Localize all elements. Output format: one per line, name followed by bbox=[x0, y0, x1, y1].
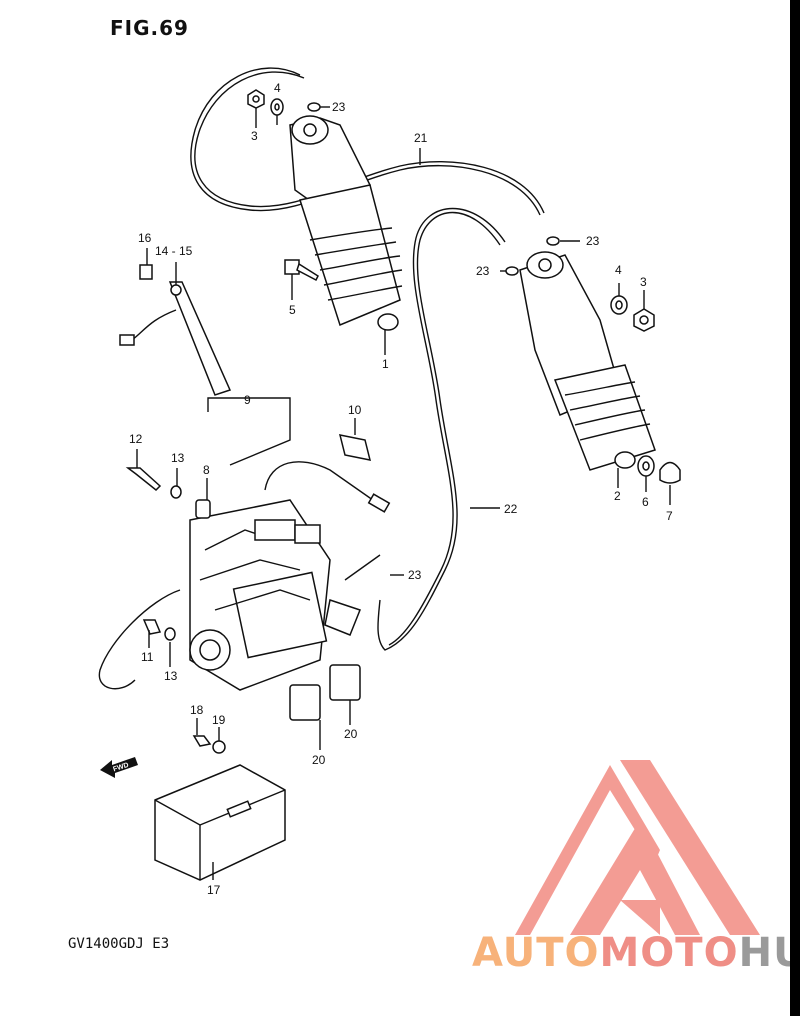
callout-9: 9 bbox=[244, 393, 251, 407]
callout-23a: 23 bbox=[332, 100, 346, 114]
fwd-arrow-icon: FWD bbox=[100, 757, 138, 778]
figure-title: FIG.69 bbox=[110, 16, 189, 40]
scan-edge-bar bbox=[790, 0, 800, 1016]
nut-3a bbox=[247, 89, 265, 109]
callout-12: 12 bbox=[129, 432, 143, 446]
bolt-5 bbox=[284, 259, 319, 282]
callout-23c: 23 bbox=[476, 264, 490, 278]
callout-4a: 4 bbox=[274, 81, 281, 95]
callout-20b: 20 bbox=[344, 727, 358, 741]
watermark-hub: HUB bbox=[738, 930, 800, 976]
callout-22: 22 bbox=[504, 502, 518, 516]
callout-17: 17 bbox=[207, 883, 221, 897]
washer-13a bbox=[170, 485, 182, 499]
washer-19 bbox=[212, 740, 226, 754]
callout-13b: 13 bbox=[164, 669, 178, 683]
callout-14-15: 14 - 15 bbox=[155, 244, 193, 258]
relay-20b bbox=[329, 664, 361, 701]
o-ring-23a bbox=[307, 102, 321, 112]
callout-10: 10 bbox=[348, 403, 362, 417]
fwd-label: FWD bbox=[112, 762, 129, 774]
bracket-8 bbox=[195, 499, 211, 519]
callout-19: 19 bbox=[212, 713, 226, 727]
callout-23b: 23 bbox=[586, 234, 600, 248]
washer-13b bbox=[164, 627, 176, 641]
callout-8: 8 bbox=[203, 463, 210, 477]
callout-7: 7 bbox=[666, 509, 673, 523]
relay-20a bbox=[289, 684, 321, 721]
air-hose-21 bbox=[190, 67, 541, 216]
o-ring-23c bbox=[505, 266, 519, 276]
callout-16: 16 bbox=[138, 231, 152, 245]
leader-lines bbox=[136, 106, 671, 880]
washer-4a bbox=[270, 98, 284, 116]
callout-1: 1 bbox=[382, 357, 389, 371]
callout-3b: 3 bbox=[640, 275, 647, 289]
air-hose-21-edge bbox=[194, 71, 545, 214]
callout-4b: 4 bbox=[615, 263, 622, 277]
callout-3a: 3 bbox=[251, 129, 258, 143]
nut-3b bbox=[633, 308, 655, 332]
callout-13a: 13 bbox=[171, 451, 185, 465]
air-hose-22 bbox=[377, 211, 501, 651]
callout-23d: 23 bbox=[408, 568, 422, 582]
callout-2: 2 bbox=[614, 489, 621, 503]
bolt-11 bbox=[142, 619, 162, 635]
watermark-moto: MOTO bbox=[599, 930, 739, 976]
callout-20a: 20 bbox=[312, 753, 326, 767]
o-ring-23b bbox=[546, 236, 560, 246]
callout-21: 21 bbox=[414, 131, 428, 145]
watermark-text: AUTOMOTOHUB bbox=[472, 930, 800, 976]
watermark-logo bbox=[515, 760, 760, 935]
compressor-assembly bbox=[98, 461, 391, 691]
watermark-auto: AUTO bbox=[472, 930, 600, 976]
callout-18: 18 bbox=[190, 703, 204, 717]
holder-10 bbox=[338, 434, 372, 461]
bolt-12 bbox=[125, 467, 162, 492]
cap-nut-7 bbox=[659, 461, 681, 484]
model-code: GV1400GDJ E3 bbox=[68, 936, 170, 952]
washer-6 bbox=[637, 455, 655, 477]
bolt-18 bbox=[192, 735, 212, 747]
callout-5: 5 bbox=[289, 303, 296, 317]
control-unit-17 bbox=[154, 764, 286, 881]
callout-6: 6 bbox=[642, 495, 649, 509]
air-hose-22-edge bbox=[388, 207, 506, 646]
shock-absorber-1 bbox=[289, 115, 403, 331]
height-sensor-14-15 bbox=[119, 264, 232, 396]
callout-11: 11 bbox=[141, 650, 154, 664]
washer-4b bbox=[610, 295, 628, 315]
shock-absorber-2 bbox=[519, 251, 656, 471]
